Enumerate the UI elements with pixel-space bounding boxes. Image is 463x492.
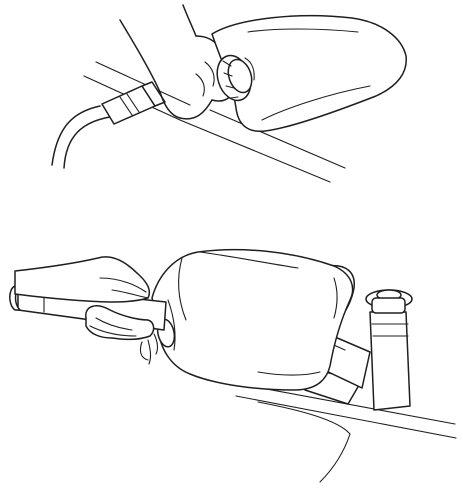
hose-icon <box>52 82 165 168</box>
top-panel <box>52 5 406 182</box>
bag-icon <box>212 16 407 132</box>
bag-icon <box>152 250 353 390</box>
bottom-panel <box>10 250 456 482</box>
